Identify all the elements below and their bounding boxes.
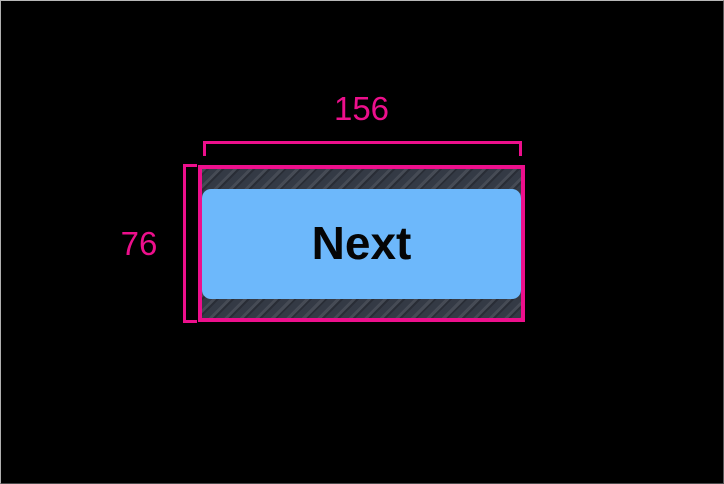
next-button[interactable]: Next <box>202 188 521 299</box>
element-padding-hatch-region: Next <box>202 169 521 318</box>
next-button-label: Next <box>311 216 412 269</box>
element-highlight-outline: Next <box>198 165 525 322</box>
width-dimension-bracket <box>203 141 522 156</box>
height-dimension-label: 76 <box>120 225 158 262</box>
height-dimension-bracket <box>183 164 197 323</box>
width-dimension-label: 156 <box>333 90 390 127</box>
